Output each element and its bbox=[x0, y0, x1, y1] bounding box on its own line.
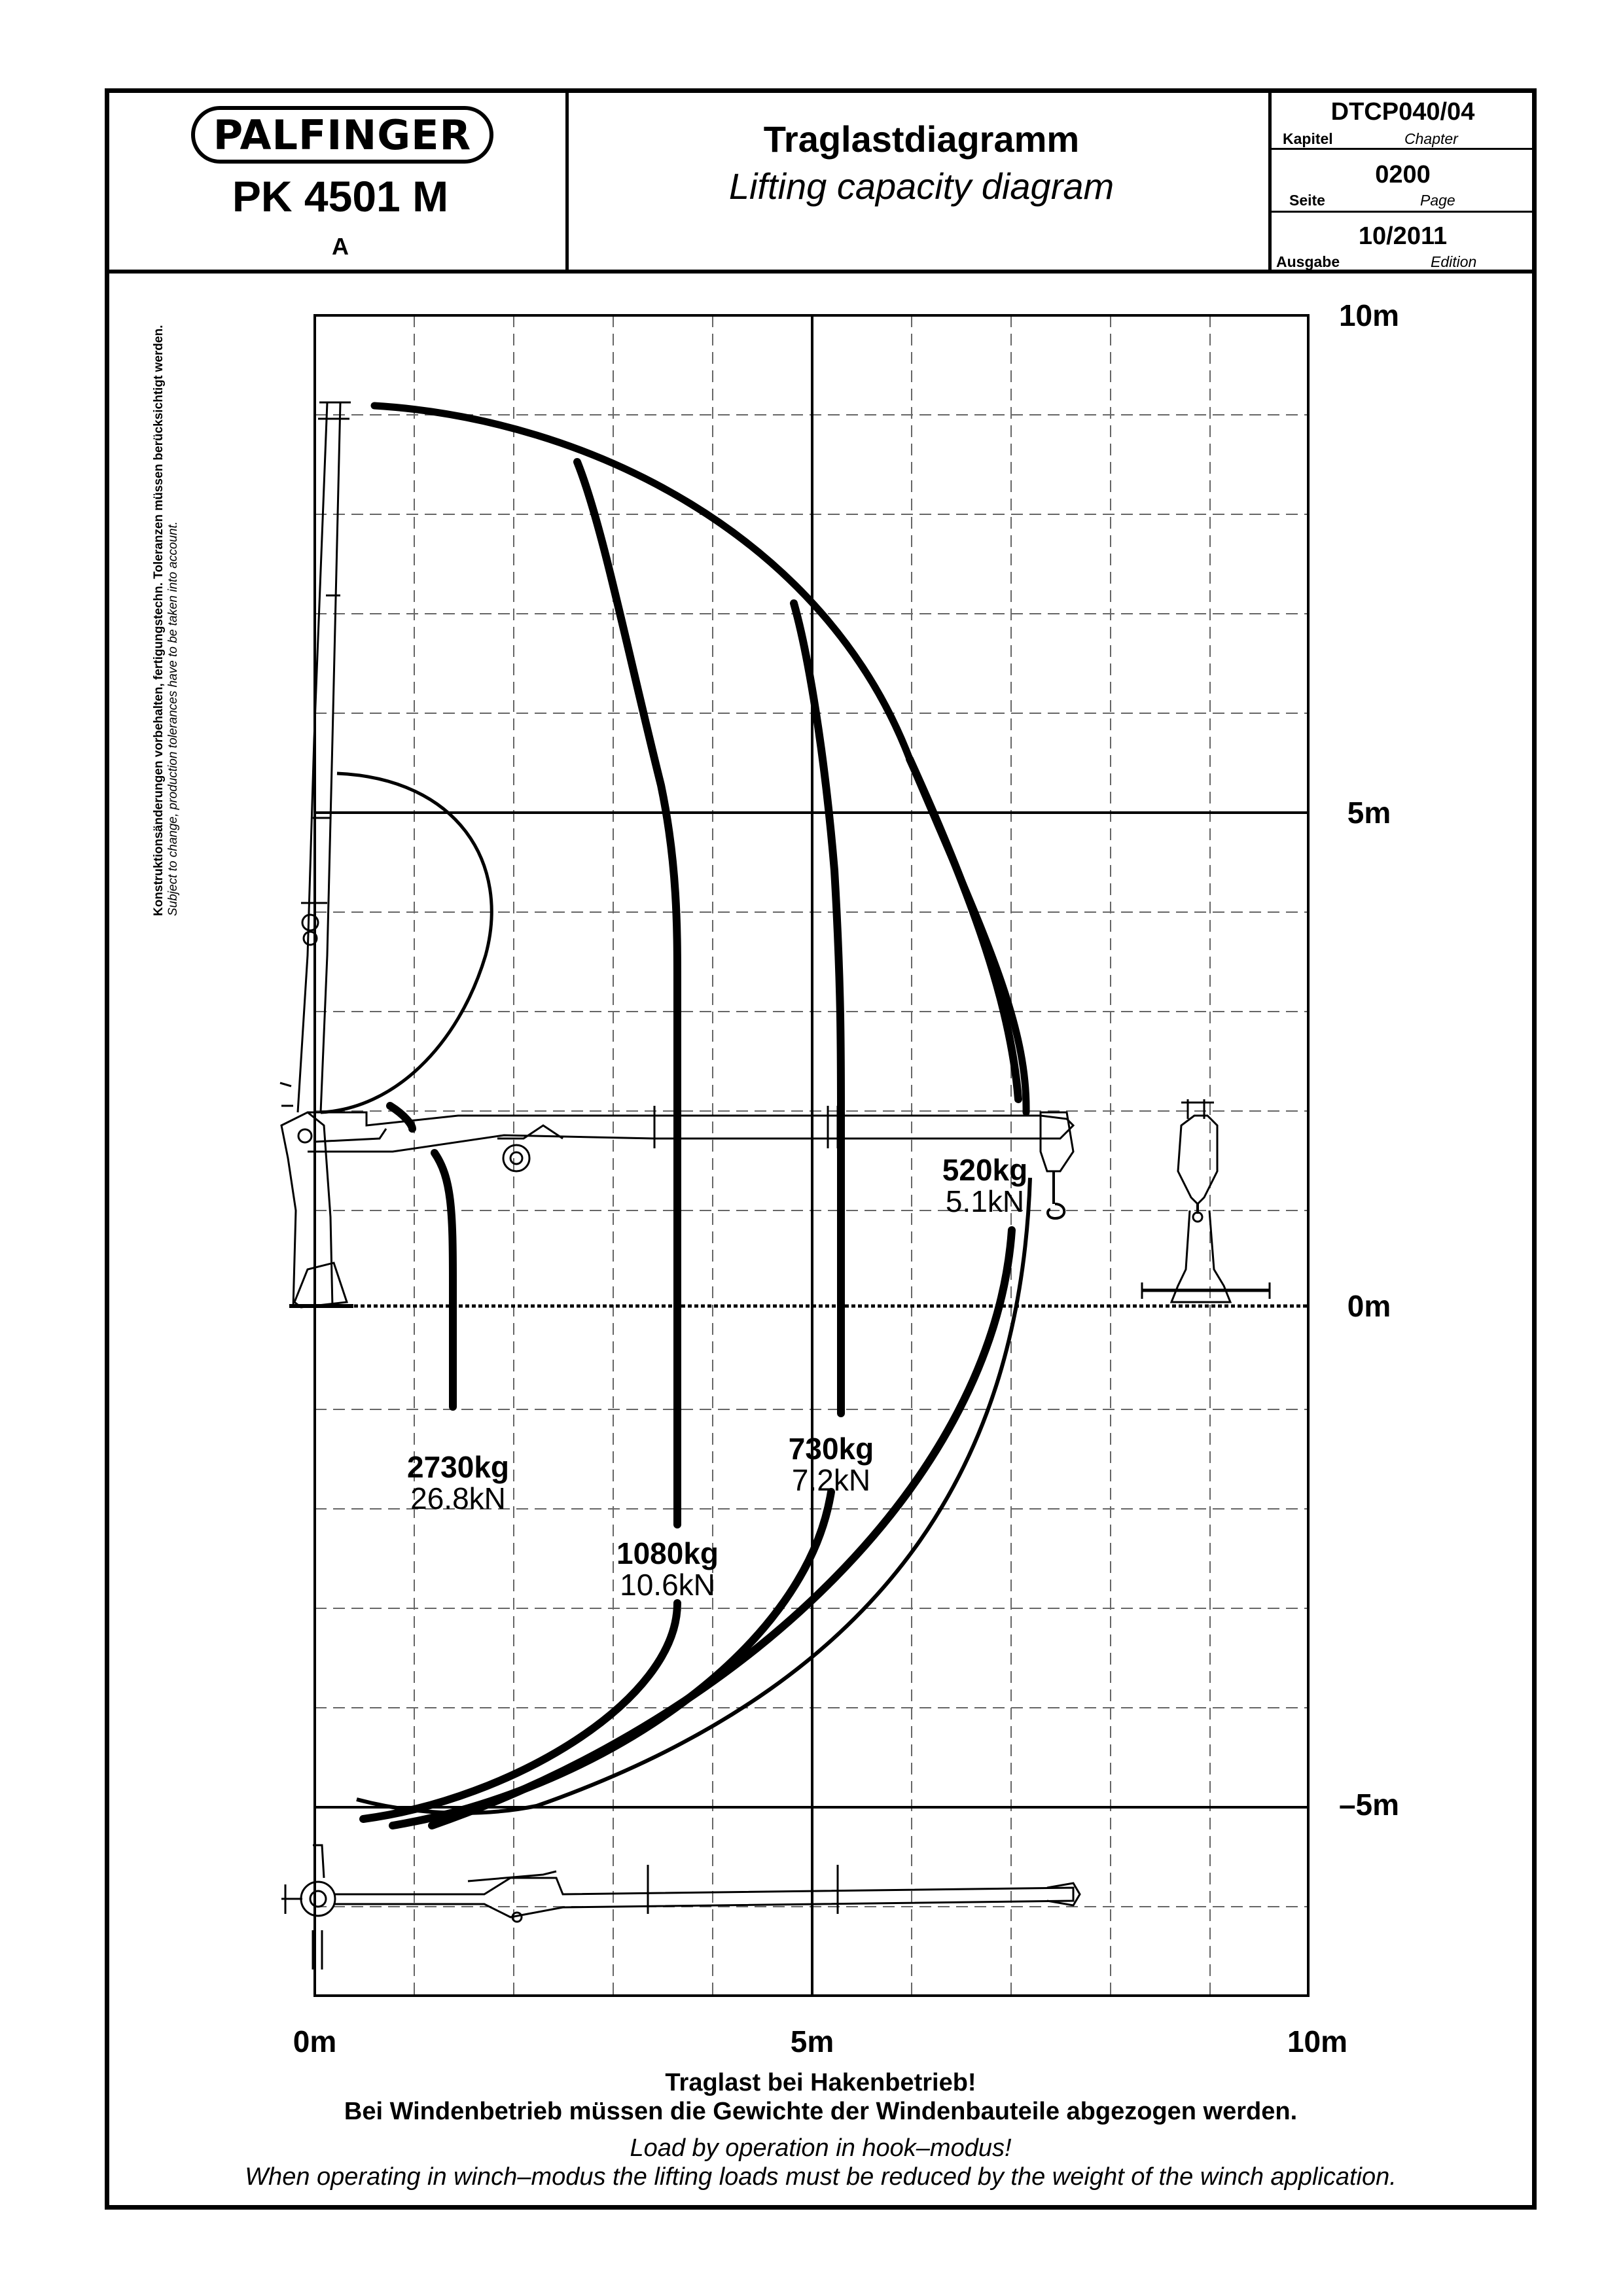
header-bottom-rule bbox=[105, 270, 1537, 274]
capacity-label-1080-kn: 10.6kN bbox=[620, 1568, 715, 1602]
meta-divider-1 bbox=[1270, 148, 1537, 150]
capacity-label-1080-kg: 1080kg bbox=[616, 1536, 719, 1570]
crane-column bbox=[280, 1111, 334, 1308]
page-number: 0200 bbox=[1375, 161, 1431, 188]
y-tick-minus-5: –5m bbox=[1339, 1788, 1399, 1822]
capacity-label-730-kn: 7.2kN bbox=[792, 1463, 870, 1497]
page-label-de: Seite bbox=[1289, 192, 1325, 209]
page-frame bbox=[105, 88, 1537, 2210]
capacity-label-520-kn: 5.1kN bbox=[946, 1184, 1024, 1218]
crane-horizontal-boom bbox=[308, 1111, 1075, 1153]
reach-envelope-upper bbox=[370, 402, 1030, 1116]
crane-plan-view bbox=[281, 1844, 1081, 1969]
title-english: Lifting capacity diagram bbox=[728, 166, 1115, 207]
capacity-curve-1080 bbox=[359, 458, 681, 1823]
brand-logo-text: PALFINGER bbox=[213, 111, 472, 159]
x-tick-5: 5m bbox=[791, 2024, 834, 2058]
title-german: Traglastdiagramm bbox=[763, 118, 1080, 160]
y-tick-5: 5m bbox=[1347, 796, 1391, 830]
footer-german-line-1: Traglast bei Hakenbetrieb! bbox=[665, 2069, 976, 2096]
crane-drawing bbox=[279, 401, 1075, 1309]
footer-german-line-2: Bei Windenbetrieb müssen die Gewichte de… bbox=[344, 2098, 1298, 2125]
edition-label-en: Edition bbox=[1431, 253, 1477, 270]
page-label-en: Page bbox=[1420, 192, 1455, 209]
header-divider-left bbox=[565, 88, 569, 272]
doc-code-label-en: Chapter bbox=[1404, 130, 1458, 147]
model-variant: A bbox=[332, 233, 349, 260]
capacity-curve-520 bbox=[428, 755, 1022, 1829]
capacity-curve-730 bbox=[389, 599, 845, 1829]
grid-major bbox=[313, 314, 1310, 1997]
y-tick-10: 10m bbox=[1339, 298, 1399, 332]
capacity-label-520-kg: 520kg bbox=[942, 1153, 1027, 1187]
edition: 10/2011 bbox=[1358, 222, 1448, 250]
capacity-curve-2730 bbox=[386, 1102, 457, 1411]
crane-hook-block bbox=[1039, 1111, 1075, 1173]
x-tick-0: 0m bbox=[293, 2024, 336, 2058]
x-tick-10: 10m bbox=[1287, 2024, 1347, 2058]
y-tick-0: 0m bbox=[1347, 1289, 1391, 1323]
crane-vertical-boom bbox=[296, 402, 342, 1113]
capacity-label-2730-kn: 26.8kN bbox=[410, 1481, 506, 1515]
footer-english-line-1: Load by operation in hook–modus! bbox=[630, 2134, 1012, 2162]
capacity-label-2730-kg: 2730kg bbox=[407, 1450, 509, 1484]
footer-english-line-2: When operating in winch–modus the liftin… bbox=[245, 2163, 1397, 2191]
capacity-label-730-kg: 730kg bbox=[789, 1432, 874, 1466]
brand-logo: PALFINGER bbox=[191, 106, 493, 164]
model-name: PK 4501 M bbox=[232, 172, 449, 221]
doc-code: DTCP040/04 bbox=[1330, 98, 1475, 126]
doc-code-label-de: Kapitel bbox=[1283, 130, 1333, 147]
header-divider-right bbox=[1268, 88, 1272, 272]
slewing-arc bbox=[320, 771, 493, 1114]
meta-divider-2 bbox=[1270, 211, 1537, 213]
crane-end-view bbox=[1141, 1099, 1271, 1303]
edition-label-de: Ausgabe bbox=[1276, 253, 1340, 270]
